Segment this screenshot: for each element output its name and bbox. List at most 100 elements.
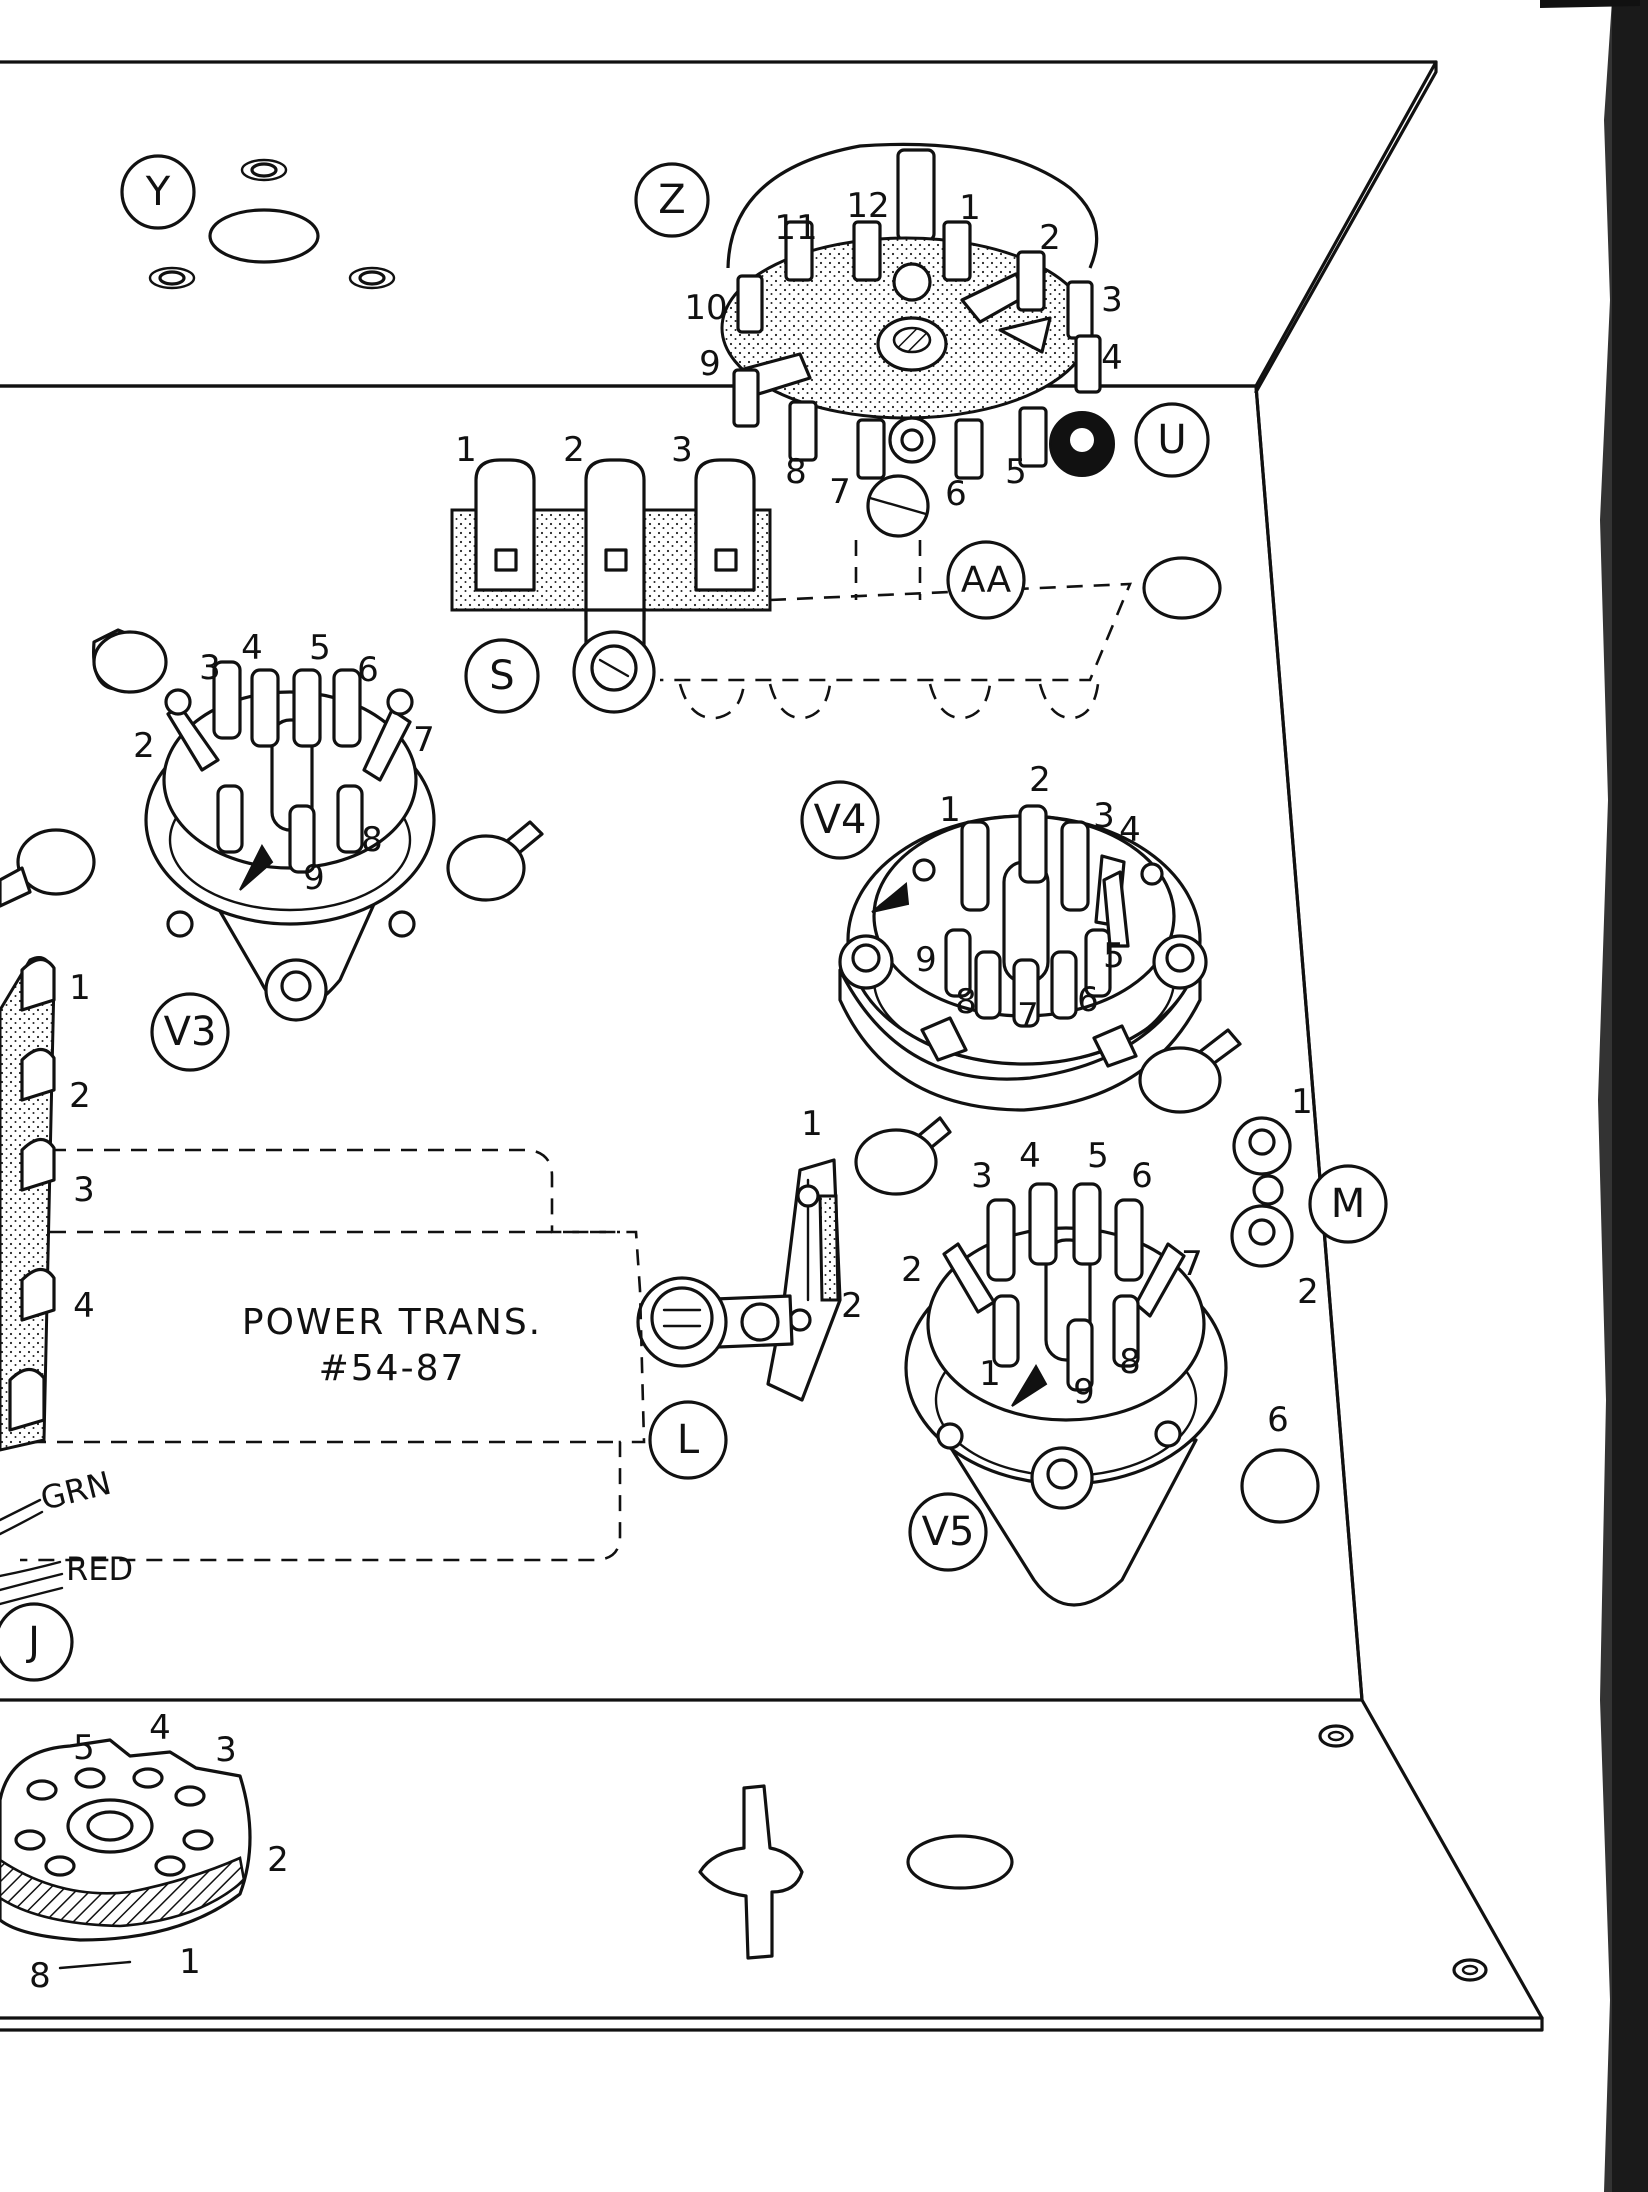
tube-socket-v3: 2 3 4 5 6 7 8 9 <box>133 628 436 1022</box>
svg-text:2: 2 <box>1039 218 1061 258</box>
svg-text:6: 6 <box>1267 1400 1289 1440</box>
svg-text:6: 6 <box>1077 980 1099 1020</box>
svg-text:5: 5 <box>1005 452 1027 492</box>
svg-text:6: 6 <box>945 474 967 514</box>
svg-text:8: 8 <box>785 452 807 492</box>
terminal-m: 1 2 <box>1230 1082 1319 1312</box>
scan-edge <box>1540 0 1648 2192</box>
terminal-strip-s: 1 2 3 <box>450 430 772 714</box>
transformer-leads: 1 2 3 4 <box>0 956 95 1452</box>
mount-holes-y <box>148 158 396 290</box>
callout-m-label: M <box>1331 1181 1366 1227</box>
callout-s: S <box>464 638 540 714</box>
callout-aa: AA <box>946 540 1026 620</box>
svg-text:3: 3 <box>73 1170 95 1210</box>
svg-text:7: 7 <box>413 720 435 760</box>
svg-text:3: 3 <box>1101 280 1123 320</box>
callout-v3-label: V3 <box>164 1009 217 1055</box>
callout-u-label: U <box>1157 417 1186 463</box>
svg-text:2: 2 <box>133 726 155 766</box>
transformer-label-2: #54-87 <box>319 1348 466 1389</box>
svg-text:9: 9 <box>915 940 937 980</box>
hole-v5-right: 6 <box>1240 1400 1320 1524</box>
svg-text:1: 1 <box>939 790 961 830</box>
callout-j: J <box>0 1602 74 1682</box>
callout-aa-label: AA <box>961 560 1012 601</box>
keyhole-hole-v4 <box>1138 1028 1242 1114</box>
svg-text:7: 7 <box>1181 1244 1203 1284</box>
callout-z: Z <box>634 162 710 238</box>
transformer-label-1: POWER TRANS. <box>242 1302 542 1343</box>
tube-socket-v5: 1 2 3 4 5 6 7 8 9 <box>901 1136 1228 1607</box>
hole-right-upper <box>1142 556 1222 620</box>
svg-text:2: 2 <box>1029 760 1051 800</box>
svg-text:1: 1 <box>179 1942 201 1982</box>
svg-text:1: 1 <box>455 430 477 470</box>
svg-text:8: 8 <box>29 1956 51 1996</box>
power-transformer: POWER TRANS. #54-87 <box>20 1148 646 1562</box>
svg-text:2: 2 <box>901 1250 923 1290</box>
svg-text:9: 9 <box>303 858 325 898</box>
wire-label-red: RED <box>66 1550 133 1588</box>
chassis-outline <box>0 60 1544 2032</box>
svg-text:11: 11 <box>774 208 817 248</box>
svg-text:2: 2 <box>69 1076 91 1116</box>
svg-text:1: 1 <box>979 1354 1001 1394</box>
svg-text:5: 5 <box>309 628 331 668</box>
rotary-switch-z-lugs <box>732 220 1102 480</box>
svg-text:9: 9 <box>699 344 721 384</box>
svg-text:3: 3 <box>199 648 221 688</box>
ground-lug-l: 1 2 <box>636 1104 952 1402</box>
svg-text:3: 3 <box>1093 796 1115 836</box>
svg-text:8: 8 <box>955 982 977 1022</box>
svg-text:2: 2 <box>841 1286 863 1326</box>
grommet-u <box>1049 411 1115 477</box>
svg-text:8: 8 <box>1119 1342 1141 1382</box>
rotary-switch-z: 1 2 3 4 5 6 7 8 9 10 11 12 <box>684 142 1123 538</box>
svg-text:1: 1 <box>801 1104 823 1144</box>
dashed-part-aa <box>660 540 1132 720</box>
wire-label-grn: GRN <box>37 1464 115 1518</box>
callout-l-label: L <box>677 1417 700 1463</box>
rotary-switch-z-pin-labels: 1 2 3 4 5 6 7 8 9 10 11 12 <box>684 186 1122 514</box>
svg-text:7: 7 <box>829 472 851 512</box>
svg-text:4: 4 <box>241 628 263 668</box>
callout-s-label: S <box>489 653 514 699</box>
callout-v4: V4 <box>800 780 880 860</box>
callout-m: M <box>1308 1164 1388 1244</box>
svg-text:9: 9 <box>1073 1372 1095 1412</box>
keyhole-holes-v3 <box>0 628 544 908</box>
svg-text:4: 4 <box>1119 810 1141 850</box>
svg-text:4: 4 <box>73 1286 95 1326</box>
svg-text:12: 12 <box>846 186 889 226</box>
svg-text:3: 3 <box>215 1730 237 1770</box>
svg-text:2: 2 <box>563 430 585 470</box>
svg-text:5: 5 <box>1103 936 1125 976</box>
svg-text:3: 3 <box>671 430 693 470</box>
callout-v5: V5 <box>908 1492 988 1572</box>
svg-text:4: 4 <box>1101 338 1123 378</box>
callout-l: L <box>648 1400 728 1480</box>
svg-text:8: 8 <box>361 820 383 860</box>
svg-text:5: 5 <box>73 1728 95 1768</box>
svg-text:7: 7 <box>1017 996 1039 1036</box>
svg-text:6: 6 <box>357 650 379 690</box>
svg-text:6: 6 <box>1131 1156 1153 1196</box>
callout-u: U <box>1134 402 1210 478</box>
callout-y-label: Y <box>145 169 171 215</box>
callout-v5-label: V5 <box>922 1509 975 1555</box>
callout-j-label: J <box>25 1619 40 1665</box>
svg-text:2: 2 <box>1297 1272 1319 1312</box>
wire-leads: GRN RED <box>0 1464 133 1606</box>
svg-text:10: 10 <box>684 288 727 328</box>
svg-text:2: 2 <box>267 1840 289 1880</box>
callout-v4-label: V4 <box>814 797 867 843</box>
tube-socket-v4: 1 2 3 4 5 6 7 8 9 <box>838 760 1208 1112</box>
svg-text:3: 3 <box>971 1156 993 1196</box>
svg-text:1: 1 <box>959 188 981 228</box>
svg-text:1: 1 <box>69 968 91 1008</box>
svg-text:4: 4 <box>149 1708 171 1748</box>
svg-text:1: 1 <box>1291 1082 1313 1122</box>
